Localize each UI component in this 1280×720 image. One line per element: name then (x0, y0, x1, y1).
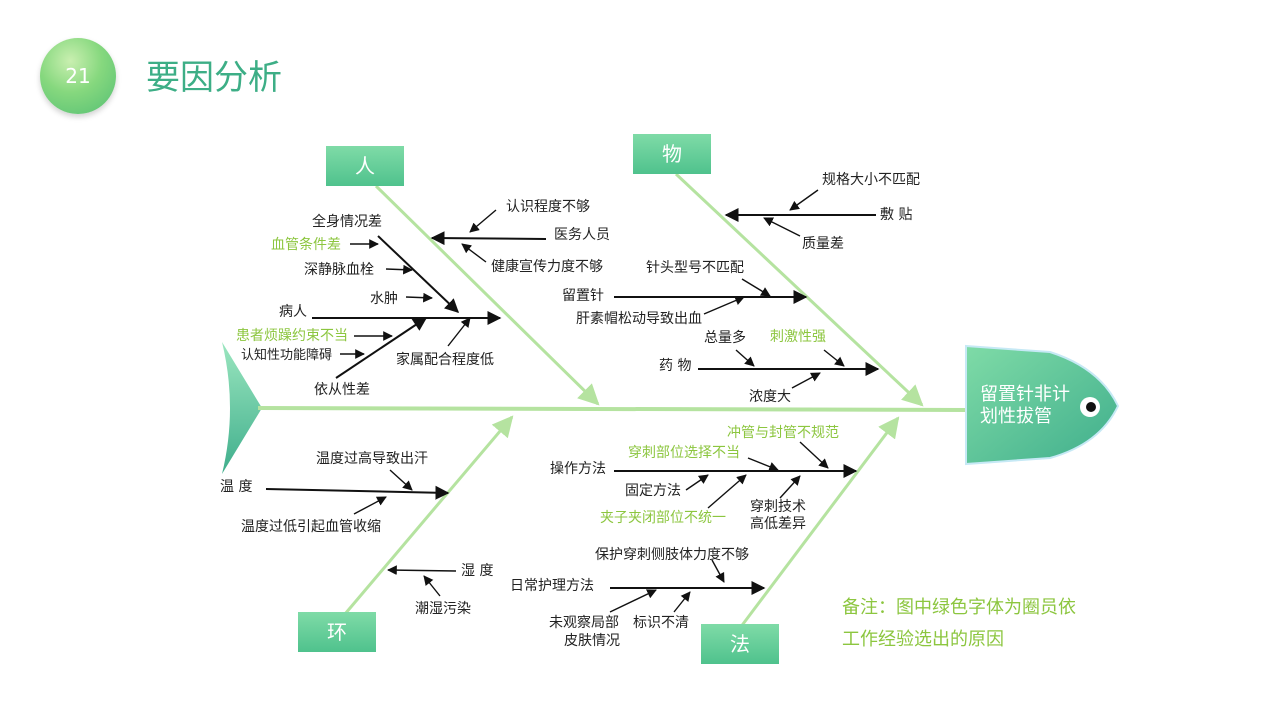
cause-label: 标识不清 (633, 615, 689, 631)
problem-statement: 留置针非计 划性拔管 (980, 384, 1070, 428)
bone-method (738, 416, 900, 629)
cause-label-green: 夹子夹闭部位不统一 (600, 510, 726, 526)
cause-label: 操作方法 (550, 461, 606, 477)
cause-label: 敷 贴 (880, 207, 913, 223)
cause-label: 温 度 (220, 479, 253, 495)
cause-label: 未观察局部 (549, 615, 619, 631)
cause-label-green: 刺激性强 (770, 329, 826, 345)
fish-spine (257, 406, 969, 412)
cause-label: 固定方法 (625, 483, 681, 499)
cause-label-green: 血管条件差 (271, 237, 341, 253)
category-method: 法 (701, 624, 779, 664)
cause-label: 温度过高导致出汗 (316, 451, 428, 467)
page-number-badge: 21 (40, 38, 116, 114)
cause-label: 浓度大 (749, 389, 791, 405)
cause-label: 药 物 (659, 358, 692, 374)
cause-label: 规格大小不匹配 (822, 172, 920, 188)
problem-line-2: 划性拔管 (980, 406, 1052, 427)
cause-label: 医务人员 (554, 227, 610, 243)
cause-label: 认知性功能障碍 (241, 348, 333, 363)
cause-label-green: 冲管与封管不规范 (727, 425, 839, 441)
fish-head (965, 344, 1120, 466)
bone-person (374, 184, 600, 406)
cause-label: 日常护理方法 (510, 578, 594, 594)
cause-label: 质量差 (802, 236, 844, 252)
category-environment: 环 (298, 612, 376, 652)
cause-label: 肝素帽松动导致出血 (576, 311, 702, 327)
problem-line-1: 留置针非计 (980, 384, 1070, 405)
cause-label: 高低差异 (750, 516, 806, 532)
cause-label: 留置针 (562, 288, 604, 304)
cause-label: 皮肤情况 (564, 633, 620, 649)
cause-label: 水肿 (370, 291, 398, 307)
cause-label: 病人 (279, 304, 307, 320)
cause-label-green: 患者烦躁约束不当 (236, 328, 348, 344)
cause-label-green: 穿刺部位选择不当 (628, 445, 740, 461)
category-person: 人 (326, 146, 404, 186)
bone-material (674, 172, 924, 407)
cause-label: 温度过低引起血管收缩 (241, 519, 381, 535)
cause-label: 湿 度 (461, 563, 494, 579)
legend-note: 备注：图中绿色字体为圈员依 工作经验选出的原因 (842, 592, 1076, 656)
cause-label: 穿刺技术 (750, 499, 806, 515)
note-line-1: 备注：图中绿色字体为圈员依 (842, 597, 1076, 618)
cause-label: 依从性差 (314, 382, 370, 398)
fish-tail (222, 342, 262, 474)
cause-label: 保护穿刺侧肢体力度不够 (595, 547, 749, 563)
cause-label: 总量多 (704, 330, 746, 346)
cause-label: 认识程度不够 (506, 199, 590, 215)
note-line-2: 工作经验选出的原因 (842, 629, 1004, 650)
cause-label: 针头型号不匹配 (646, 260, 744, 276)
cause-label: 潮湿污染 (415, 601, 471, 617)
cause-label: 家属配合程度低 (396, 352, 494, 368)
category-material: 物 (633, 134, 711, 174)
cause-label: 健康宣传力度不够 (491, 259, 603, 275)
cause-label: 全身情况差 (312, 214, 382, 230)
bone-environment (343, 415, 514, 615)
cause-label: 深静脉血栓 (304, 262, 374, 278)
page-title: 要因分析 (146, 58, 282, 98)
